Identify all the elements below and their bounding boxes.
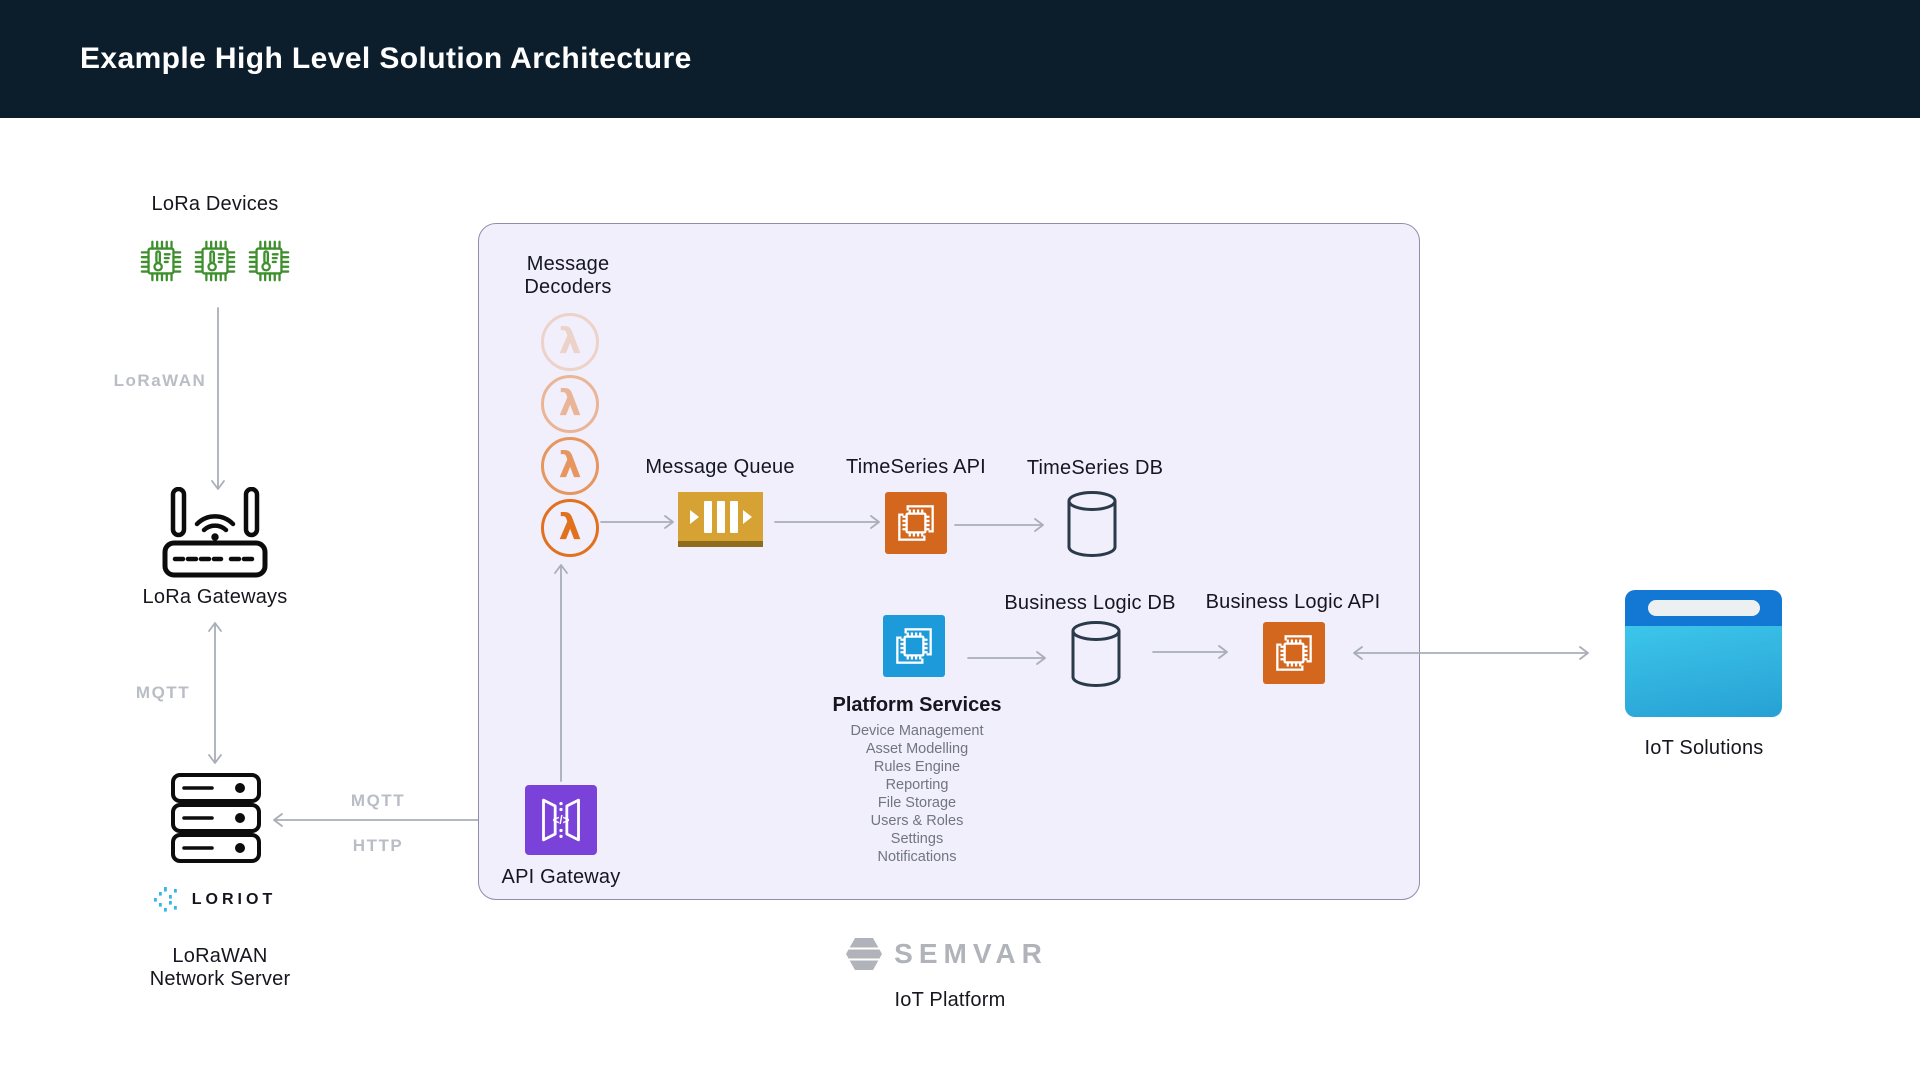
loriot-logo: LORIOT xyxy=(115,886,315,914)
chip-thermometer-icon xyxy=(138,238,184,289)
arrow-blapi-solutions xyxy=(1353,646,1589,660)
arrow-services-to-bldb xyxy=(967,651,1046,665)
timeseries-api-label: TimeSeries API xyxy=(846,456,986,478)
svg-text:</>: </> xyxy=(553,814,570,827)
http-protocol-label: HTTP xyxy=(352,836,404,855)
arrow-decoder-to-queue xyxy=(600,515,674,529)
loriot-logo-text: LORIOT xyxy=(191,891,277,908)
mqtt-protocol-label-2: MQTT xyxy=(350,791,406,810)
header-bar: Example High Level Solution Architecture xyxy=(0,0,1920,118)
platform-service-item: Asset Modelling xyxy=(865,741,969,757)
message-queue-label: Message Queue xyxy=(645,456,795,478)
lambda-icon: λ xyxy=(541,437,599,495)
page-title: Example High Level Solution Architecture xyxy=(80,42,692,75)
api-gateway-doors-icon: </> xyxy=(525,785,597,855)
dots-beacon-icon xyxy=(153,887,177,912)
striped-hexagon-icon xyxy=(846,938,883,970)
platform-service-item: Reporting xyxy=(885,777,949,793)
database-cylinder-icon xyxy=(1071,621,1121,687)
wifi-router-icon xyxy=(162,487,268,578)
arrow-server-gateway xyxy=(273,813,509,827)
semvar-logo: SEMVAR xyxy=(797,938,1097,970)
queue-bars-icon xyxy=(678,492,763,547)
platform-service-item: Device Management xyxy=(850,723,984,739)
semvar-logo-text: SEMVAR xyxy=(894,938,1048,969)
message-decoders-label: Message Decoders xyxy=(524,253,612,298)
database-cylinder-icon xyxy=(1067,491,1117,557)
arrow-gateway-to-decoders xyxy=(554,564,568,782)
chip-thermometer-icon xyxy=(192,238,238,289)
browser-body xyxy=(1625,626,1782,717)
lora-devices-group xyxy=(138,238,292,289)
arrow-queue-to-tsapi xyxy=(774,515,880,529)
arrow-bldb-to-blapi xyxy=(1152,645,1228,659)
lora-devices-label: LoRa Devices xyxy=(151,193,279,215)
iot-platform-label: IoT Platform xyxy=(894,989,1006,1011)
lambda-icon: λ xyxy=(541,499,599,557)
lora-gateways-label: LoRa Gateways xyxy=(142,586,288,608)
api-gateway-label: API Gateway xyxy=(501,866,621,888)
chip-thermometer-icon xyxy=(246,238,292,289)
arrow-tsapi-to-tsdb xyxy=(954,518,1044,532)
iot-solutions-label: IoT Solutions xyxy=(1644,737,1764,759)
platform-service-item: Notifications xyxy=(877,849,957,865)
iot-platform-box xyxy=(478,223,1420,900)
network-server-label: LoRaWAN Network Server xyxy=(149,945,291,990)
timeseries-db-label: TimeSeries DB xyxy=(1026,457,1164,479)
lambda-icon: λ xyxy=(541,313,599,371)
platform-service-item: File Storage xyxy=(877,795,957,811)
browser-addressbar xyxy=(1647,600,1760,616)
server-stack-icon xyxy=(171,773,261,863)
lambda-icon: λ xyxy=(541,375,599,433)
platform-services-title: Platform Services xyxy=(832,694,1002,716)
platform-service-item: Users & Roles xyxy=(870,813,964,829)
browser-window-icon xyxy=(1625,590,1782,717)
lorawan-protocol-label: LoRaWAN xyxy=(113,371,207,390)
business-logic-db-label: Business Logic DB xyxy=(1004,592,1176,614)
arrow-gateway-to-server xyxy=(208,622,222,764)
chip-squares-icon xyxy=(1263,622,1325,684)
browser-titlebar xyxy=(1625,590,1782,626)
chip-squares-icon xyxy=(885,492,947,554)
mqtt-protocol-label: MQTT xyxy=(135,683,191,702)
chip-squares-icon xyxy=(883,615,945,677)
platform-service-item: Settings xyxy=(890,831,944,847)
arrow-devices-to-gateway xyxy=(211,307,225,490)
business-logic-api-label: Business Logic API xyxy=(1205,591,1381,613)
platform-service-item: Rules Engine xyxy=(873,759,961,775)
